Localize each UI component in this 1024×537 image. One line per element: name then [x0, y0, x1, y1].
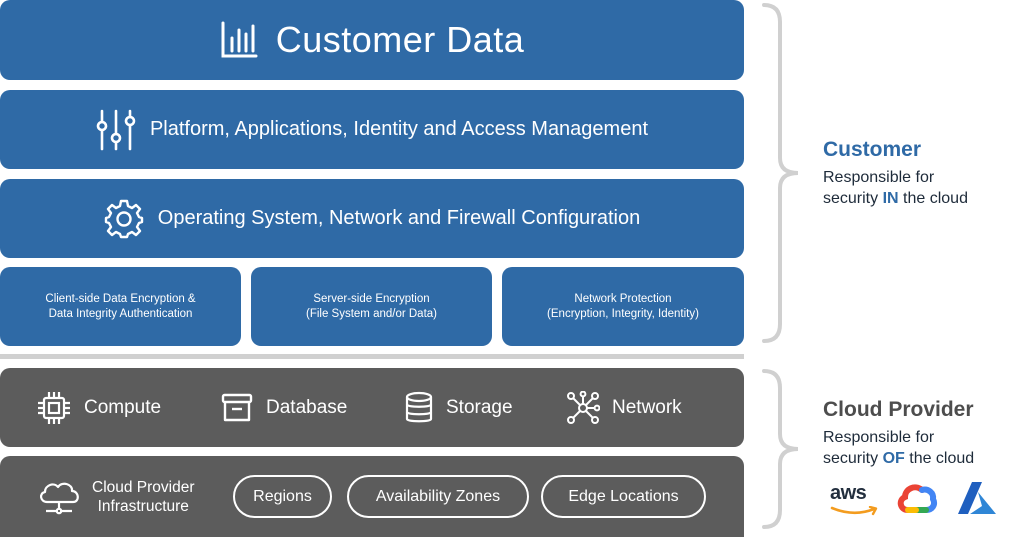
availability-zones-pill: Availability Zones — [347, 475, 529, 518]
customer-line2-post: the cloud — [898, 190, 968, 207]
provider-line2: security OF the cloud — [823, 448, 974, 469]
service-compute: Compute — [36, 368, 161, 447]
provider-responsibility: Cloud Provider Responsible for security … — [823, 398, 974, 469]
bar-chart-icon — [220, 21, 258, 59]
infrastructure-group: Cloud Provider Infrastructure — [36, 456, 195, 537]
network-protection-line1: Network Protection — [574, 292, 672, 305]
platform-layer: Platform, Applications, Identity and Acc… — [0, 90, 744, 169]
customer-emphasis: IN — [882, 190, 899, 207]
os-label: Operating System, Network and Firewall C… — [157, 207, 641, 229]
provider-heading: Cloud Provider — [823, 398, 974, 421]
server-encryption-line1: Server-side Encryption — [313, 292, 430, 305]
provider-emphasis: OF — [882, 450, 905, 467]
customer-line2-pre: security — [823, 190, 883, 207]
infrastructure-label-line2: Infrastructure — [97, 497, 189, 515]
aws-logo: aws — [830, 482, 882, 516]
infrastructure-layer: Cloud Provider Infrastructure Regions Av… — [0, 456, 744, 537]
server-encryption-line2: (File System and/or Data) — [305, 307, 437, 320]
provider-line1: Responsible for — [823, 429, 935, 446]
infrastructure-label: Cloud Provider Infrastructure — [92, 478, 195, 516]
infrastructure-label-line1: Cloud Provider — [92, 478, 195, 496]
cloud-provider-logos: aws — [826, 478, 1016, 518]
service-database: Database — [220, 368, 347, 447]
platform-label: Platform, Applications, Identity and Acc… — [149, 118, 649, 140]
client-encryption-line2: Data Integrity Authentication — [48, 307, 193, 320]
sliders-icon — [96, 109, 136, 151]
provider-bracket — [762, 369, 799, 529]
provider-line2-post: the cloud — [904, 450, 975, 467]
storage-label: Storage — [446, 396, 513, 418]
database-tray-icon — [220, 392, 254, 424]
aws-logo-text: aws — [830, 482, 867, 504]
cloud-network-icon — [36, 478, 82, 516]
customer-heading: Customer — [823, 138, 922, 161]
customer-responsibility: Customer Responsible for security IN the… — [823, 138, 968, 209]
provider-line2-pre: security — [823, 450, 883, 467]
customer-line2: security IN the cloud — [823, 188, 968, 209]
service-storage: Storage — [404, 368, 513, 447]
service-network: Network — [566, 368, 682, 447]
customer-bracket — [762, 3, 799, 343]
compute-label: Compute — [84, 396, 162, 418]
regions-pill: Regions — [233, 475, 332, 518]
gear-icon — [104, 199, 144, 239]
os-layer: Operating System, Network and Firewall C… — [0, 179, 744, 258]
aws-smile-icon — [830, 506, 878, 516]
network-protection-box: Network Protection (Encryption, Integrit… — [502, 267, 744, 346]
customer-data-layer: Customer Data — [0, 0, 744, 80]
azure-logo — [958, 482, 996, 514]
client-encryption-line1: Client-side Data Encryption & — [45, 292, 196, 305]
edge-locations-pill: Edge Locations — [541, 475, 706, 518]
services-layer: Compute Database Storage — [0, 368, 744, 447]
network-protection-line2: (Encryption, Integrity, Identity) — [547, 307, 699, 320]
storage-stack-icon — [404, 391, 434, 425]
network-label: Network — [612, 396, 682, 418]
customer-data-label: Customer Data — [275, 19, 525, 60]
cpu-chip-icon — [36, 390, 72, 426]
responsibility-divider — [0, 354, 744, 359]
server-side-encryption-box: Server-side Encryption (File System and/… — [251, 267, 492, 346]
network-nodes-icon — [566, 390, 600, 425]
database-label: Database — [266, 396, 348, 418]
customer-line1: Responsible for — [823, 169, 935, 186]
google-cloud-logo — [897, 484, 938, 513]
client-side-encryption-box: Client-side Data Encryption & Data Integ… — [0, 267, 241, 346]
